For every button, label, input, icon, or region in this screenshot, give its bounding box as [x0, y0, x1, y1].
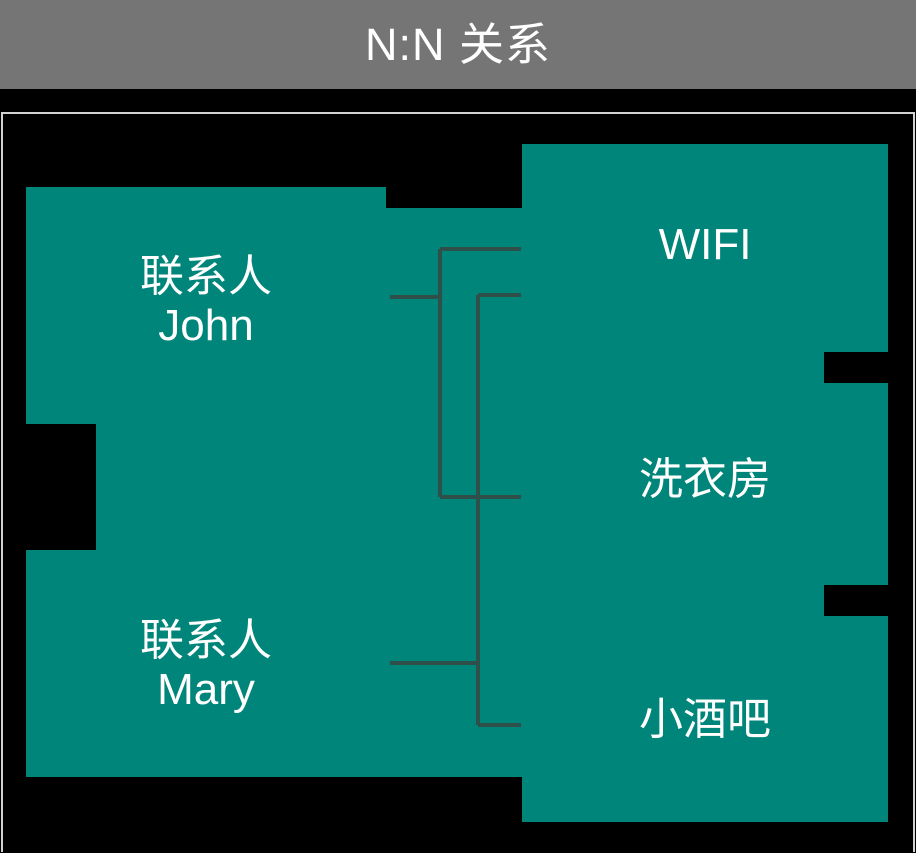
node-contact-mary[interactable]: 联系人 Mary	[26, 616, 386, 746]
node-contact-john-title: 联系人	[140, 252, 272, 301]
node-wifi[interactable]: WIFI	[522, 220, 888, 290]
header-bar: N:N 关系	[0, 0, 916, 89]
node-contact-mary-title: 联系人	[140, 616, 272, 665]
node-laundry[interactable]: 洗衣房	[522, 455, 888, 525]
node-bar[interactable]: 小酒吧	[522, 695, 888, 765]
right-group-panel	[522, 144, 888, 822]
right-panel-notch-top	[824, 352, 888, 383]
bottom-gap-cutout	[386, 777, 522, 822]
node-bar-title: 小酒吧	[639, 695, 771, 744]
left-panel-notch	[26, 424, 96, 550]
top-gap-cutout	[386, 144, 522, 208]
node-contact-john[interactable]: 联系人 John	[26, 252, 386, 382]
node-wifi-title: WIFI	[658, 220, 752, 269]
node-contact-john-subtitle: John	[158, 301, 254, 351]
node-laundry-title: 洗衣房	[639, 455, 771, 504]
right-panel-notch-bottom	[824, 585, 888, 616]
node-contact-mary-subtitle: Mary	[157, 665, 255, 715]
page-title: N:N 关系	[364, 19, 551, 70]
